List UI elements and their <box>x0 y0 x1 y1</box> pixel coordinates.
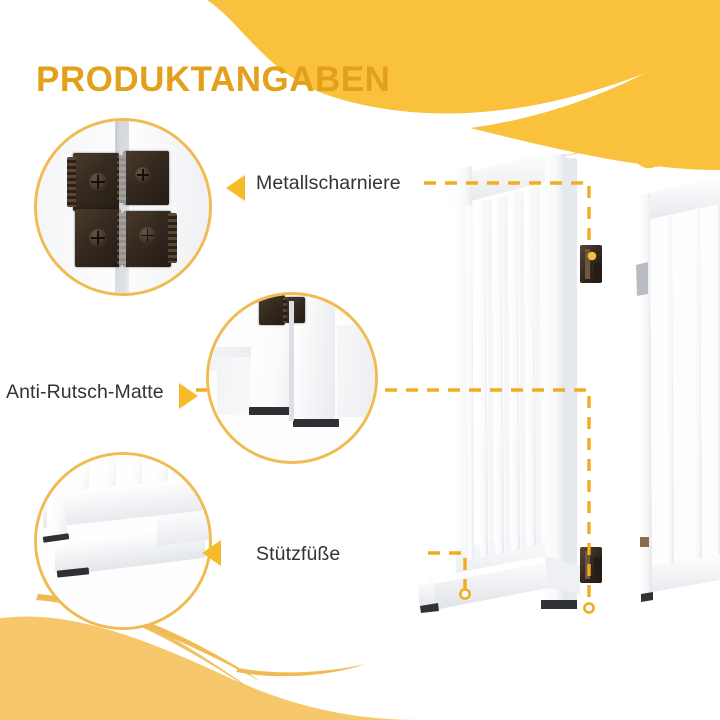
rear-panel-left-post <box>638 193 652 598</box>
paw-toe-2 <box>633 97 649 121</box>
front-panel-left-post-pad <box>455 576 476 589</box>
front-panel-top-rail-top <box>452 148 551 175</box>
rear-panel-body <box>638 204 720 568</box>
connector-endpoint-feet <box>459 588 471 600</box>
callout-label-metallscharniere: Metallscharniere <box>256 172 401 194</box>
rear-panel-slats <box>664 204 720 566</box>
support-foot-front <box>418 556 580 613</box>
hinge-post-pad <box>541 600 577 609</box>
swoosh-accent-3 <box>236 664 366 677</box>
inset-photo-metal-hinges <box>34 118 212 296</box>
support-foot-bar-top <box>430 556 548 584</box>
rear-panel-top-rail <box>638 176 720 222</box>
paw-toe-3 <box>652 105 668 129</box>
left-arrow-icon-hinges <box>226 175 245 201</box>
connector-line-hinges <box>424 181 591 243</box>
inset-photo-support-feet <box>34 452 212 630</box>
support-foot-pad <box>420 603 439 613</box>
left-arrow-icon-feet <box>202 540 221 566</box>
rear-panel-bottom-rail <box>640 552 720 594</box>
gate-panel-rear <box>638 176 720 602</box>
gate-hinge-post <box>540 154 577 609</box>
latch-block <box>640 537 649 547</box>
front-panel-slats <box>466 188 536 561</box>
hinge-upper <box>580 245 602 283</box>
front-panel-bottom-rail <box>456 530 545 586</box>
hinge-lower <box>580 547 602 583</box>
hinge-rear-bracket <box>636 262 648 296</box>
callout-label-anti-rutsch-matte: Anti-Rutsch-Matte <box>6 381 164 403</box>
rear-panel-foot-pad <box>641 592 653 602</box>
paw-toe-4 <box>664 126 682 146</box>
paw-print-icon <box>615 97 682 169</box>
front-panel-left-post <box>452 166 474 584</box>
support-foot-rear-arm <box>545 556 580 594</box>
right-arrow-icon-mat <box>179 383 198 409</box>
bottom-wave-shape <box>0 616 420 720</box>
hinge-post-face <box>540 154 566 606</box>
callout-label-stuetzfuesse: Stützfüße <box>256 543 341 565</box>
paw-pad <box>619 132 666 169</box>
page-title: PRODUKTANGABEN <box>36 60 391 99</box>
inset-photo-anti-slip-mat <box>206 292 378 464</box>
support-foot-bar <box>430 556 548 610</box>
connector-endpoint-mat <box>583 602 595 614</box>
connector-line-feet <box>428 551 467 592</box>
front-panel-top-rail <box>452 148 545 206</box>
gate-panel-front <box>452 148 551 589</box>
paw-toe-1 <box>615 107 631 129</box>
hinge-post-edge <box>566 158 577 604</box>
front-panel-slats-extra <box>487 187 541 556</box>
support-foot-tip <box>418 580 436 612</box>
